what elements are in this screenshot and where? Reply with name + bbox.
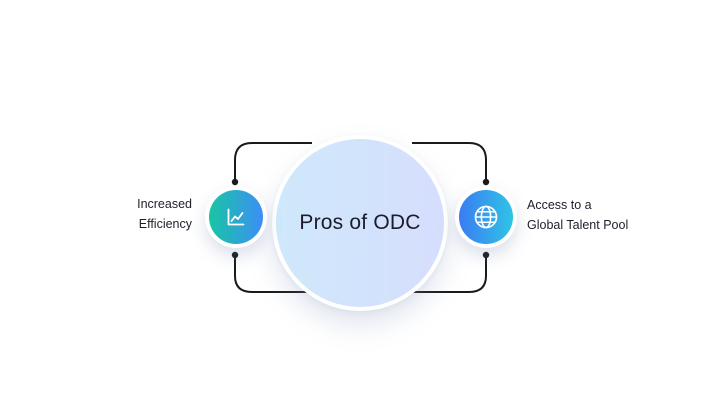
connector-dot-top-left <box>231 178 239 186</box>
node-circle-fill <box>459 190 513 244</box>
label-line: Access to a <box>527 198 592 212</box>
node-global-talent-pool <box>455 186 517 248</box>
connector-dot-bottom-left <box>231 251 239 259</box>
node-circle-fill <box>209 190 263 244</box>
connector-dot-bottom-right <box>482 251 490 259</box>
connector-dot-top-right <box>482 178 490 186</box>
connector-bottom-right <box>404 255 487 293</box>
label-line: Global Talent Pool <box>527 218 629 232</box>
label-increased-efficiency: Increased Efficiency <box>82 194 192 234</box>
node-increased-efficiency <box>205 186 267 248</box>
globe-icon <box>474 205 498 229</box>
center-title: Pros of ODC <box>299 211 421 234</box>
label-global-talent-pool: Access to a Global Talent Pool <box>527 195 677 235</box>
label-line: Efficiency <box>138 217 192 231</box>
connector-top-left <box>234 142 312 182</box>
connector-top-right <box>412 142 487 182</box>
chart-line-icon <box>227 208 245 226</box>
center-circle-fill: Pros of ODC <box>276 139 444 307</box>
center-circle: Pros of ODC <box>272 135 448 311</box>
connector-bottom-left <box>234 254 318 293</box>
label-line: Increased <box>137 197 192 211</box>
